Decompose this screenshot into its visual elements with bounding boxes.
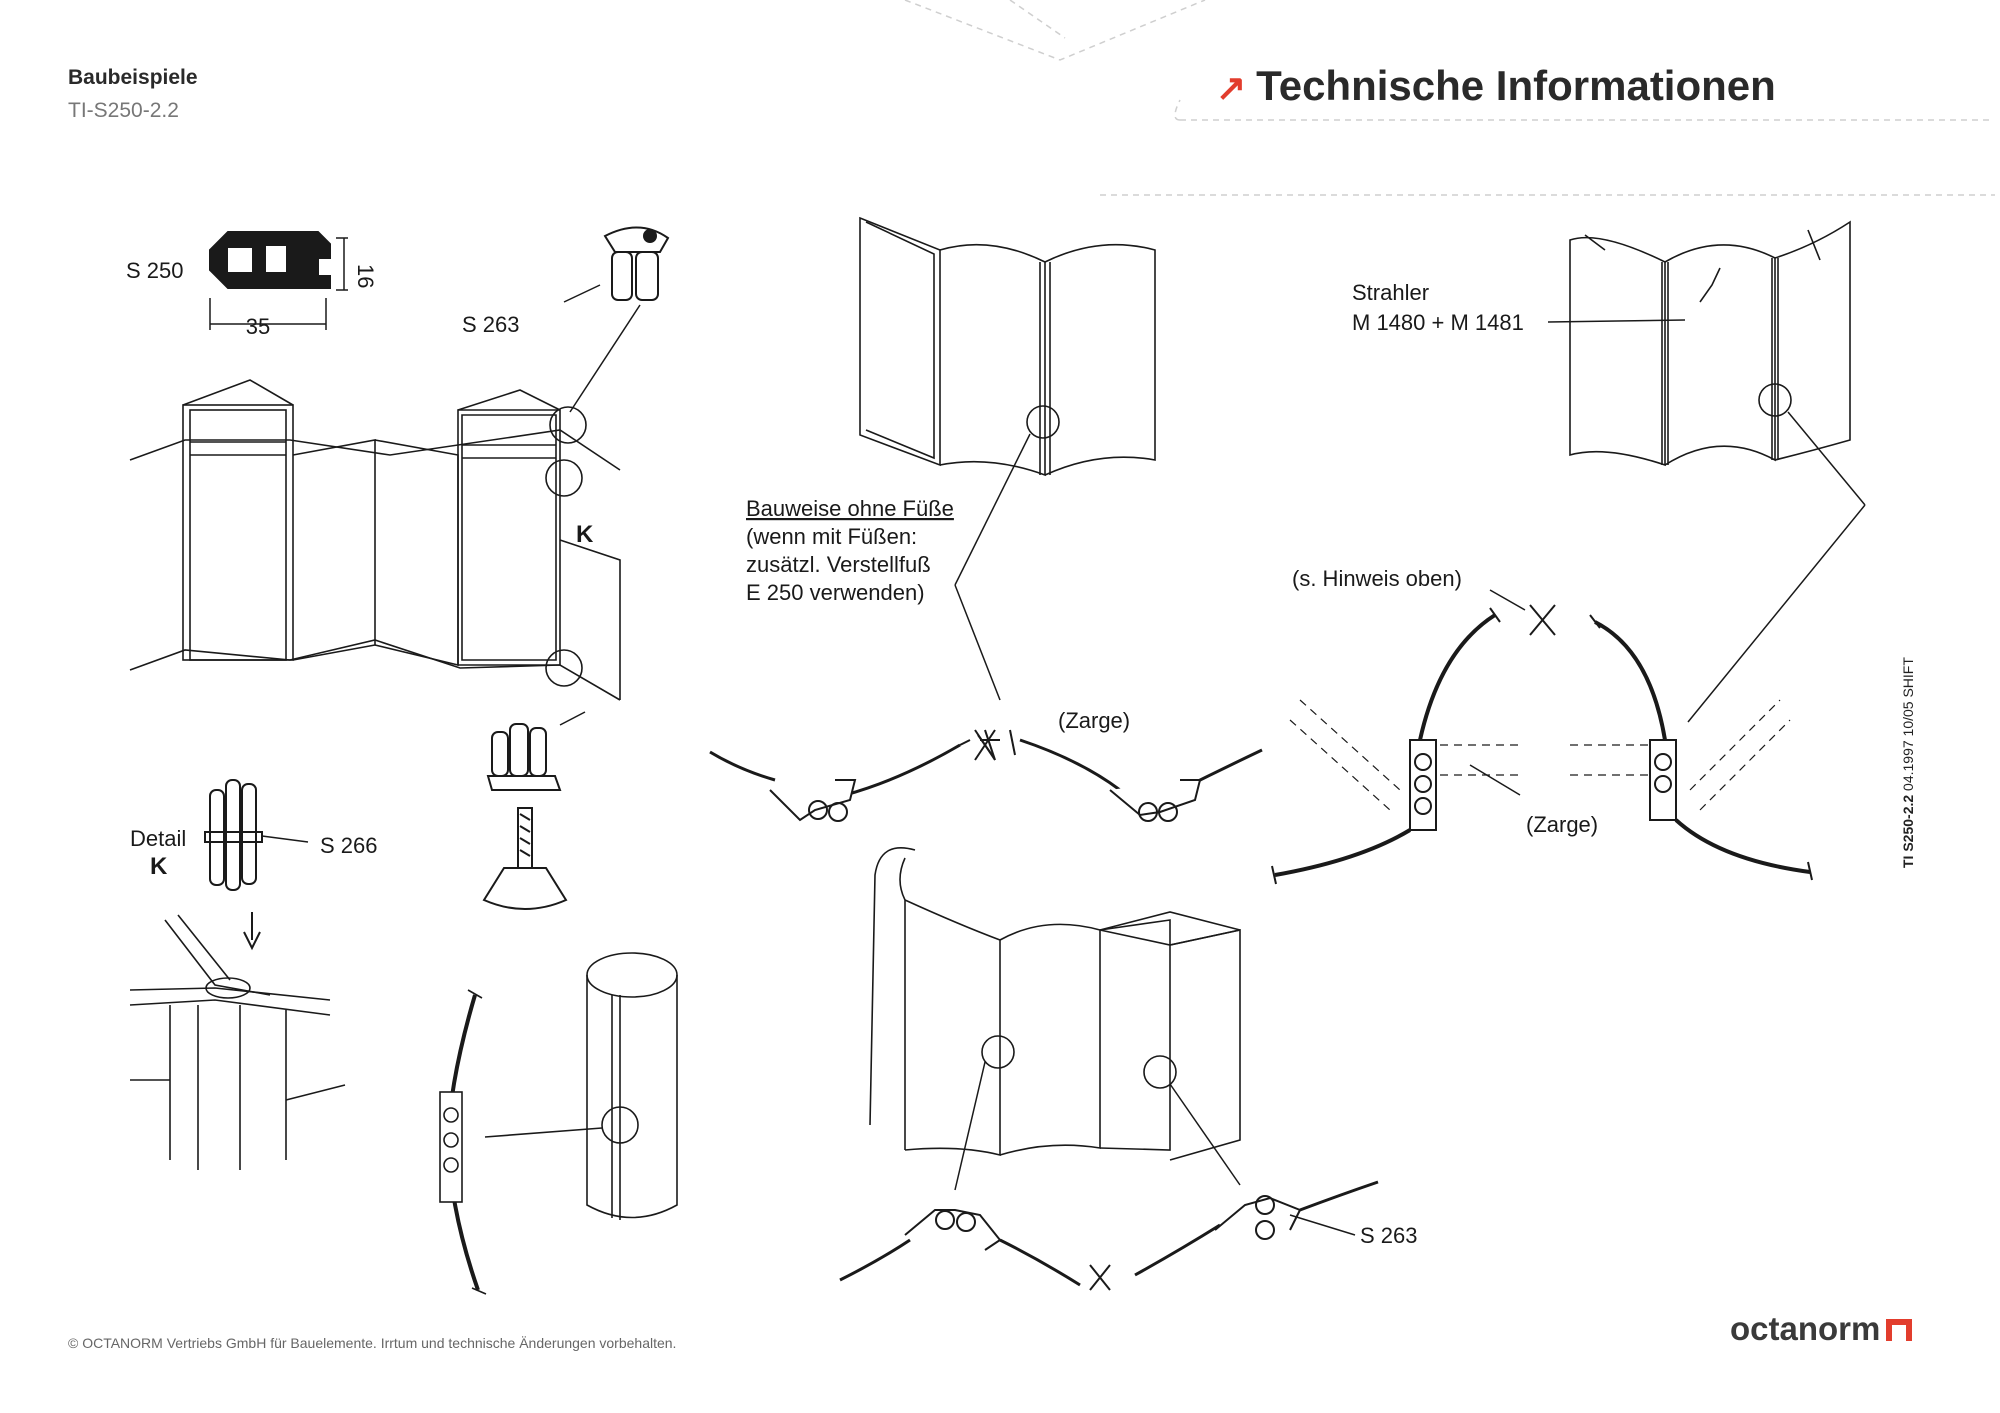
brand-mark-icon [1886,1319,1913,1341]
curved-wall-top [859,216,1156,701]
x-mark [974,729,996,761]
panel-connector-bottom [839,1180,1379,1291]
label-bauweise-line2: zusätzl. Verstellfuß [746,552,931,577]
side-label-code: TI S250-2.2 [1900,794,1916,868]
foot-assembly [482,711,586,910]
label-detail: Detail [130,826,186,851]
label-s250: S 250 [126,258,184,283]
corner-connector-right [1271,589,1813,885]
booth-with-spotlights [1547,220,1866,723]
connection-detail-view [129,914,346,1170]
footer-copyright: © OCTANORM Vertriebs GmbH für Bauelement… [68,1335,677,1351]
s250-profile [209,231,348,330]
brand-logo: octanorm [1730,1310,1913,1348]
document-title: Baubeispiele [68,66,198,89]
label-zarge-mid: (Zarge) [1058,708,1130,733]
label-bauweise-title: Bauweise ohne Füße [746,496,954,521]
brand-name: octanorm [1730,1310,1881,1347]
label-detail-k: K [150,853,168,880]
label-dim-height: 16 [353,264,378,288]
section-heading: ↗Technische Informationen [1216,62,1776,110]
document-code: TI-S250-2.2 [68,99,179,122]
label-bauweise-line3: E 250 verwenden) [746,580,925,605]
label-s263-bottom: S 263 [1360,1223,1418,1248]
label-strahler-models: M 1480 + M 1481 [1352,310,1524,335]
panel-wall-left [129,379,621,701]
s266-detail [204,779,309,951]
label-hinweis: (s. Hinweis oben) [1292,566,1462,591]
side-label-rest: 04.1997 10/05 SHIFT [1900,657,1916,795]
section-heading-text: Technische Informationen [1256,62,1776,109]
header-decoration [904,0,1995,196]
s263-part [563,226,670,413]
label-s263-top: S 263 [462,312,520,337]
label-dim-width: 35 [246,314,270,339]
label-k-marker: K [576,521,594,548]
label-strahler: Strahler [1352,280,1429,305]
label-s266: S 266 [320,833,378,858]
arrow-icon: ↗ [1216,67,1247,108]
panel-connector-mid [709,729,1263,822]
side-revision-label: TI S250-2.2 04.1997 10/05 SHIFT [1900,657,1916,868]
curved-wall-bottom [869,847,1241,1191]
label-bauweise-line1: (wenn mit Füßen: [746,524,917,549]
label-zarge-right: (Zarge) [1526,812,1598,837]
cylinder-assembly [439,952,678,1295]
